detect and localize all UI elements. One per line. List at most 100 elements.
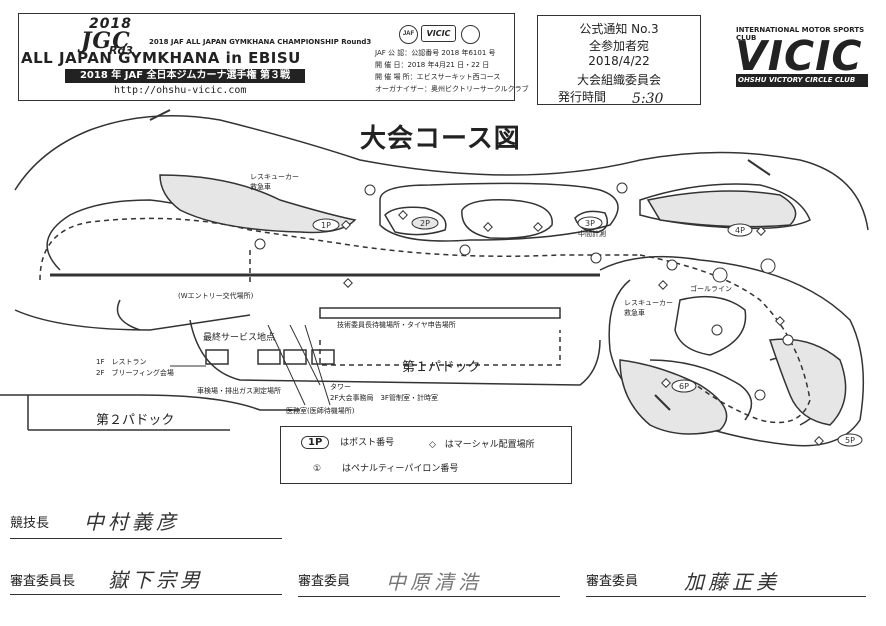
steward-chief-label: 審査委員長 xyxy=(10,574,76,589)
course-route xyxy=(39,217,640,281)
course-map-title: 大会コース図 xyxy=(360,124,521,154)
marshal-diamond xyxy=(756,226,766,236)
infield-area xyxy=(646,190,797,228)
marshal-diamond xyxy=(661,378,671,388)
briefing-label: 2F ブリーフィング会場 xyxy=(96,369,174,377)
track-outline xyxy=(189,319,601,386)
signature-line xyxy=(298,596,560,597)
steward2-label: 審査委員 xyxy=(586,574,639,589)
paddock-1-label: 第１パドック xyxy=(402,360,481,375)
legend-post-badge: 1P xyxy=(301,436,330,449)
steward1-signature: 中原清浩 xyxy=(386,570,482,594)
leader-line xyxy=(289,324,321,386)
infield-area xyxy=(768,338,847,426)
track-tick xyxy=(149,109,171,121)
leader-line xyxy=(304,324,331,406)
signature-line xyxy=(10,594,282,595)
steward-chief-signature: 嶽下宗男 xyxy=(108,568,204,592)
jaf-logo-icon: JAF xyxy=(399,25,418,44)
pylon-marker xyxy=(616,182,628,194)
pylon-marker xyxy=(254,238,266,250)
goal-line-label: ゴールライン xyxy=(690,285,732,293)
course-loop xyxy=(461,198,553,239)
paddock-box xyxy=(319,307,561,319)
post-label: 1P xyxy=(321,221,331,230)
event-year: 2018 xyxy=(89,16,132,32)
championship-title-en: 2018 JAF ALL JAPAN GYMKHANA CHAMPIONSHIP… xyxy=(149,38,372,46)
legend-post-text: はポスト番号 xyxy=(340,438,395,448)
pylon-marker xyxy=(590,252,602,264)
post-marker: 2P xyxy=(411,216,439,230)
pylon-marker xyxy=(711,324,723,336)
building-block xyxy=(311,349,335,365)
w-entry-label: (Wエントリー交代場所) xyxy=(178,292,254,300)
info-line: JAF 公 認：公認番号 2018 年6101 号 xyxy=(375,49,496,57)
legend-marshal-row: ◇ はマーシャル配置場所 xyxy=(429,437,535,450)
post-label: 5P xyxy=(845,436,855,445)
steward1-label: 審査委員 xyxy=(298,574,351,589)
track-outline xyxy=(0,394,300,411)
event-main-title: ALL JAPAN GYMKHANA in EBISU xyxy=(21,49,301,67)
info-line: オーガナイザー：奥州ビクトリーサークルクラブ xyxy=(375,85,529,93)
track-outline xyxy=(674,295,747,356)
post-label: 6P xyxy=(679,382,689,391)
tech-area-label: 技術委員長待機場所・タイヤ申告場所 xyxy=(337,321,456,329)
course-loop xyxy=(379,182,619,242)
marshal-diamond xyxy=(343,278,353,288)
restaurant-label: 1F レストラン xyxy=(96,358,147,366)
course-route xyxy=(639,254,811,424)
post-label: 4P xyxy=(735,226,745,235)
pylon-circle-icon: ① xyxy=(313,464,322,474)
course-route xyxy=(319,330,561,366)
brand-tagline: OHSHU VICTORY CIRCLE CLUB xyxy=(736,74,868,87)
building-block xyxy=(283,349,307,365)
post-label: 2P xyxy=(420,219,430,228)
course-loop xyxy=(384,206,447,236)
round-label: Rd3 xyxy=(109,44,133,57)
pylon-marker xyxy=(712,267,728,283)
track-tick xyxy=(654,394,671,411)
event-subtitle-jp: 2018 年 JAF 全日本ジムカーナ選手権 第３戦 xyxy=(65,69,305,83)
event-header: 2018 JGC Rd3 2018 JAF ALL JAPAN GYMKHANA… xyxy=(18,13,529,101)
signature-line xyxy=(10,538,282,539)
infield-area xyxy=(159,174,357,234)
legend-pylon-text: はペナルティーパイロン番号 xyxy=(341,464,459,474)
track-outline xyxy=(14,309,251,331)
pylon-marker xyxy=(782,334,794,346)
event-url: http://ohshu-vicic.com xyxy=(114,85,247,96)
brand-intl-text: INTERNATIONAL MOTOR SPORTS CLUB xyxy=(736,26,865,42)
pylon-marker xyxy=(760,258,776,274)
pylon-marker xyxy=(459,244,471,256)
paddock-2-label: 第２パドック xyxy=(96,413,175,428)
marshal-diamond xyxy=(483,222,493,232)
steward2-signature: 加藤正美 xyxy=(684,570,780,594)
track-outline xyxy=(639,183,811,230)
info-line: 開 催 場 所：エビスサーキット西コース xyxy=(375,73,501,81)
track-tick xyxy=(747,159,771,176)
tower-label: タワー xyxy=(330,383,351,391)
track-outline xyxy=(649,359,753,421)
medical-label: 医務室(医師待機場所) xyxy=(286,407,355,415)
marshal-diamond xyxy=(398,210,408,220)
marshal-diamond xyxy=(658,280,668,290)
pylon-marker xyxy=(666,259,678,271)
building-block xyxy=(257,349,281,365)
marshal-diamond xyxy=(775,316,785,326)
track-outline xyxy=(116,299,141,331)
post-label: 3P xyxy=(585,219,595,228)
notice-issuer: 大会組織委員会 xyxy=(576,73,661,87)
notice-date: 2018/4/22 xyxy=(588,54,650,68)
notice-time-label: 発行時間 xyxy=(557,90,606,104)
official-notice-box: 公式通知 No.3 全参加者宛 2018/4/22 大会組織委員会 発行時間 xyxy=(537,15,701,105)
vicic-badge: VICIC xyxy=(421,25,456,42)
notice-number: 公式通知 No.3 xyxy=(579,22,659,36)
marshal-diamond xyxy=(814,436,824,446)
legend-pylon-row: ① はペナルティーパイロン番号 xyxy=(313,461,458,474)
info-line: 開 催 日：2018 年4月21 日・22 日 xyxy=(375,61,490,69)
office-label: 2F大会事務局 3F管制室・計時室 xyxy=(330,394,438,402)
post-marker: 1P xyxy=(312,218,340,232)
scrutineer-label: 車検場・排出ガス測定場所 xyxy=(197,387,281,395)
final-service-label: 最終サービス地点 xyxy=(203,333,276,343)
marshal-diamond xyxy=(533,222,543,232)
